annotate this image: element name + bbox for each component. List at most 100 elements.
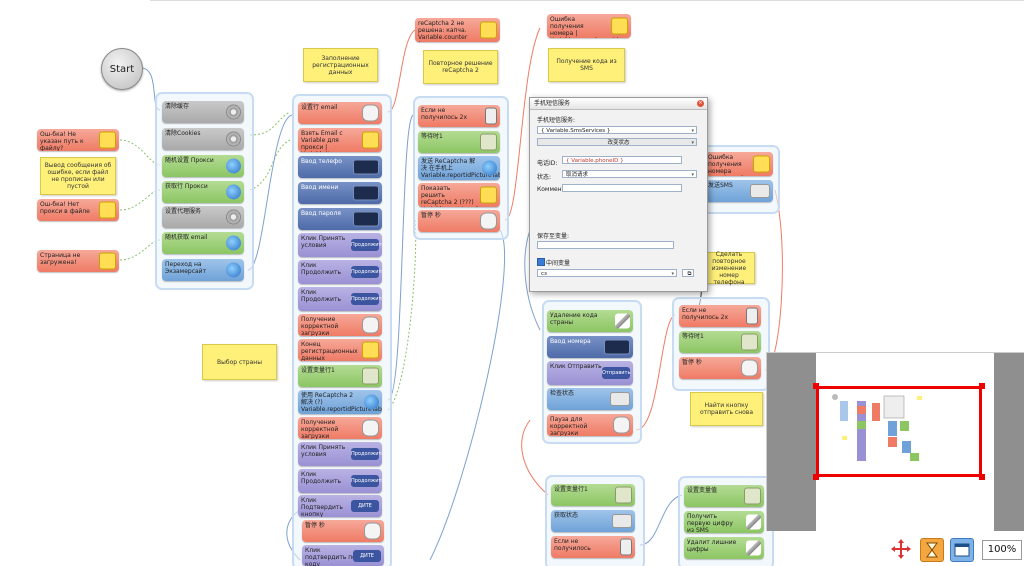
block-get-proxy-line[interactable]: 获取行 Прокси	[162, 181, 244, 203]
block-set-variable[interactable]: 设置变量行1	[298, 365, 382, 387]
block-phone-error[interactable]: Ошибка получения номера телефона | Varia…	[705, 152, 773, 176]
block-if-failed[interactable]: Если не получилось 2x	[418, 105, 500, 127]
viewport-handle[interactable]	[813, 383, 819, 389]
block-get-status[interactable]: 获取状态	[551, 510, 635, 532]
block-take-email[interactable]: Взять Email с Variable для прокси | Vari…	[298, 128, 382, 152]
note-fill-registration[interactable]: Заполнение регистрационных данных	[303, 48, 378, 82]
block-label: Клик Отправить	[550, 363, 602, 370]
block-set-variable-2[interactable]: 设置变量行1	[551, 484, 635, 506]
block-input-name[interactable]: Ввод имени	[298, 182, 382, 204]
block-goto-site[interactable]: Переход на Экзамерсайт	[162, 259, 244, 281]
block-label: Клик Продолжить	[301, 471, 341, 485]
block-show-recaptcha[interactable]: Показать решить reCaptcha 2 (???) Variab…	[418, 183, 500, 207]
dialog-title[interactable]: 手机短信服务	[530, 98, 707, 110]
note-repeat-phone[interactable]: Сделать повторное изменение номер телефо…	[703, 251, 755, 286]
minimap[interactable]	[766, 352, 1024, 531]
phone-id-input[interactable]: { Variable.phoneID }	[562, 156, 682, 164]
minimap-preview	[832, 394, 922, 461]
block-set-proxy[interactable]: 设置代理服务	[162, 206, 244, 228]
block-remove-country-code[interactable]: Удаление кода страны	[547, 310, 633, 332]
status-select[interactable]: 取消请求	[562, 170, 697, 179]
block-input-number[interactable]: Ввод номера	[547, 336, 633, 358]
block-input-password[interactable]: Ввод пароля	[298, 208, 382, 230]
close-icon[interactable]: ×	[697, 100, 704, 107]
block-label: 获取行 Прокси	[165, 183, 208, 190]
block-pause-3[interactable]: 暂停 秒	[679, 357, 761, 379]
comment-input[interactable]	[562, 184, 682, 192]
viewport-handle[interactable]	[979, 474, 985, 480]
block-recaptcha-failed[interactable]: reCaptcha 2 не решена: капча. Variable.c…	[415, 18, 500, 42]
phone-icon	[746, 307, 758, 325]
block-label: Удаление кода страны	[550, 312, 598, 326]
bottom-select[interactable]: сз	[537, 269, 677, 278]
copy-icon[interactable]: ⧉	[682, 269, 694, 277]
block-pause[interactable]: 暂停 秒	[302, 520, 384, 542]
action-select[interactable]: 改变状态	[537, 138, 697, 147]
minimap-viewport-frame[interactable]	[816, 386, 982, 477]
block-wait-load[interactable]: Получение корректной загрузки	[298, 314, 382, 336]
block-wait-time-2[interactable]: 等待时1	[679, 331, 761, 353]
note-find-resend[interactable]: Найти кнопку отправить снова	[690, 392, 763, 426]
block-wait-time[interactable]: 等待时1	[418, 131, 500, 153]
mouse-icon	[364, 522, 381, 540]
block-wait-load-2[interactable]: Получение корректной загрузки	[298, 417, 382, 439]
note-choose-country[interactable]: Выбор страны	[202, 344, 277, 380]
note-file-error[interactable]: Вывод сообщения об ошибке, если файл не …	[40, 157, 116, 195]
start-node[interactable]: Start	[101, 48, 143, 90]
block-label: Если не получилось 2x	[421, 107, 468, 121]
screen-icon	[353, 211, 379, 227]
block-random-email[interactable]: 随机获取 email	[162, 232, 244, 254]
block-clear-cookies[interactable]: 清除Cookies	[162, 128, 244, 150]
block-random-proxy[interactable]: 随机设置 Прокси	[162, 155, 244, 177]
window-icon[interactable]	[950, 538, 974, 562]
start-label: Start	[109, 63, 135, 75]
block-set-email[interactable]: 设置行 email	[298, 102, 382, 124]
block-remove-extra-digits[interactable]: Удалит лишние цифры	[684, 537, 764, 559]
viewport-handle[interactable]	[979, 383, 985, 389]
error-block-page-not-loaded[interactable]: Страница не загружена!	[37, 250, 119, 272]
block-label: Получить первую цифру из SMS	[687, 513, 733, 533]
block-get-first-digit[interactable]: Получить первую цифру из SMS	[684, 511, 764, 533]
block-label: Ошибка получения номера | Variable.sms_p…	[550, 16, 619, 38]
block-clear-cache[interactable]: 清除缓存	[162, 101, 244, 123]
hourglass-icon[interactable]	[920, 538, 944, 562]
block-if-failed-3[interactable]: Если не получилось	[551, 536, 635, 558]
button-icon: Продолжить	[351, 239, 382, 251]
block-set-variable-value[interactable]: 设置变量值	[684, 485, 764, 507]
note-sms-code[interactable]: Получение кода из SMS	[548, 48, 625, 82]
zoom-level[interactable]: 100%	[982, 540, 1022, 560]
intermediate-variable-checkbox[interactable]	[537, 258, 545, 266]
block-if-failed-2[interactable]: Если не получилось 2x	[679, 305, 761, 327]
block-recaptcha-solve[interactable]: 使用 ReCaptcha 2 解决 (?) Variable.reportidP…	[298, 390, 382, 414]
block-pause-2[interactable]: 暂停 秒	[418, 210, 500, 232]
block-input-phone[interactable]: Ввод телефо	[298, 156, 382, 178]
block-number-error[interactable]: Ошибка получения номера | Variable.sms_p…	[547, 14, 631, 38]
block-pause-load[interactable]: Пауза для корректной загрузки	[547, 414, 633, 436]
viewport-handle[interactable]	[813, 474, 819, 480]
block-send-sms[interactable]: 发送SMS	[705, 180, 773, 202]
block-label: Ввод имени	[301, 184, 339, 191]
move-tool-icon[interactable]	[890, 538, 912, 560]
block-send-recaptcha[interactable]: 发送 ReCaptcha 解决 在手机上 Variable.reportidPi…	[418, 156, 500, 180]
error-block-file-path[interactable]: Ош-бка! Не указан путь к файлу?	[37, 129, 119, 151]
minimap-left-margin	[767, 353, 816, 531]
result-variable-input[interactable]	[537, 241, 674, 249]
error-block-no-proxy[interactable]: Ош-бка! Нет прокси в файле	[37, 199, 119, 221]
service-select[interactable]: { Variable.SmsServices }	[537, 126, 697, 135]
keyboard-icon	[480, 133, 497, 151]
block-label: 随机设置 Прокси	[165, 157, 214, 164]
note-recaptcha-retry[interactable]: Повторное решение reCaptcha 2	[423, 50, 498, 84]
block-check-status[interactable]: 检查状态	[547, 388, 633, 410]
block-end-registration[interactable]: Конец регистрационных данных	[298, 339, 382, 361]
note-icon	[362, 131, 379, 149]
block-label: Ош-бка! Нет прокси в файле	[40, 201, 90, 215]
